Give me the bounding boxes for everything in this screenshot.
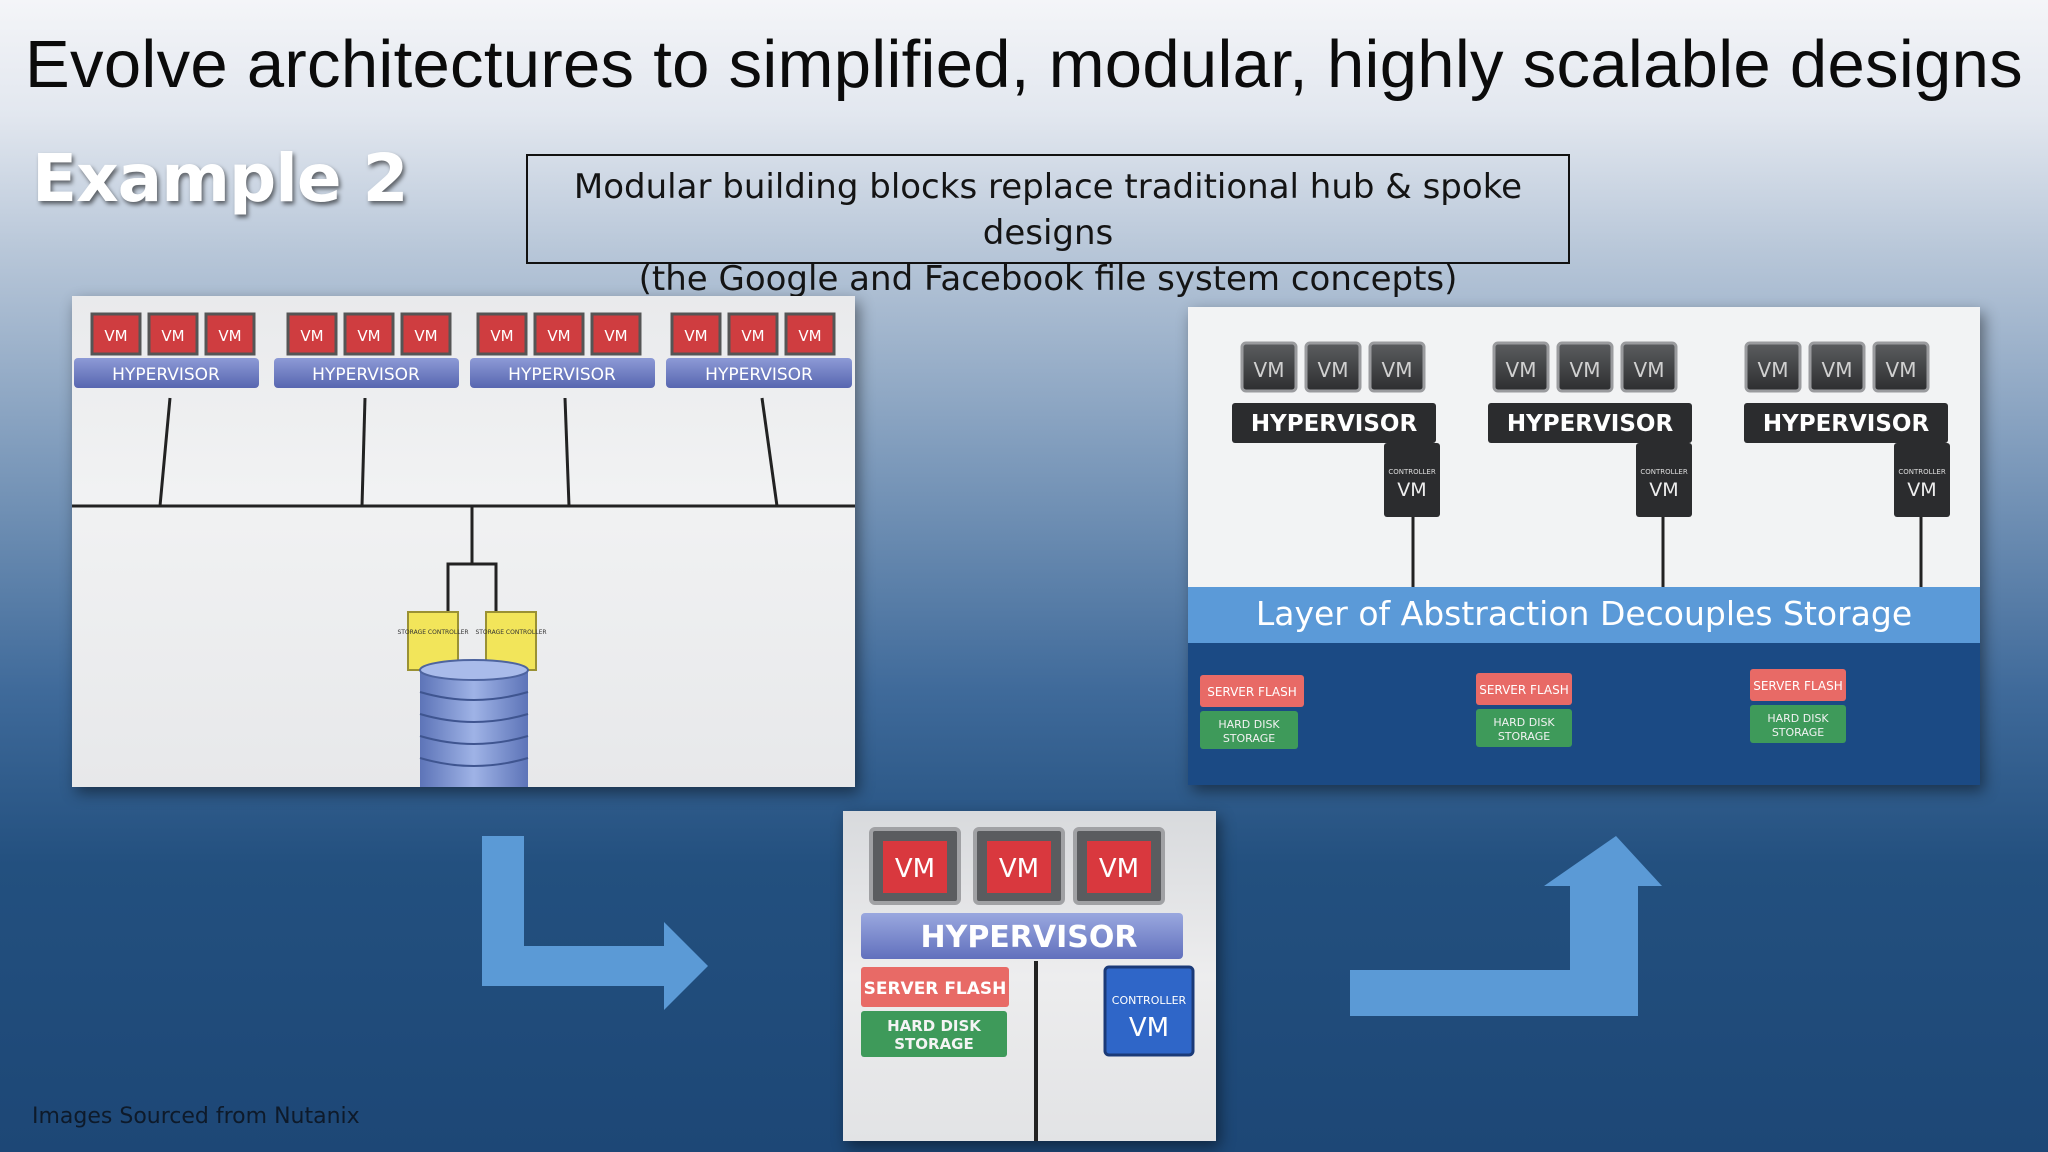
server-flash-label: SERVER FLASH	[1207, 685, 1297, 699]
controller-label: CONTROLLER	[1640, 468, 1688, 476]
hypervisor-label: HYPERVISOR	[1251, 411, 1418, 437]
slide-title: Evolve architectures to simplified, modu…	[25, 27, 2023, 102]
hub-spoke-diagram: VM VM VM HYPERVISOR VM VM VM HYPERVISOR …	[72, 296, 855, 787]
vm-label: VM	[1822, 358, 1853, 382]
vm-label: VM	[1758, 358, 1789, 382]
vm-label: VM	[684, 327, 707, 345]
controller-vm-label: VM	[1397, 479, 1426, 501]
vm-label: VM	[1506, 358, 1537, 382]
server-flash-label: SERVER FLASH	[1753, 679, 1843, 693]
example-label: Example 2	[32, 140, 408, 217]
hypervisor-label: HYPERVISOR	[705, 365, 813, 385]
arrow-up-icon	[1350, 836, 1662, 1016]
center-controller-vm: CONTROLLER VM	[1103, 965, 1195, 1057]
hypervisor-group-2: VM VM VM HYPERVISOR	[274, 312, 459, 388]
hub-spoke-svg: VM VM VM HYPERVISOR VM VM VM HYPERVISOR …	[72, 312, 855, 787]
node-connectors	[1411, 517, 1923, 587]
vm-label: VM	[895, 854, 935, 884]
hard-disk-label: HARD DISK	[1767, 712, 1829, 725]
hypervisor-label: HYPERVISOR	[1763, 411, 1930, 437]
storage-array	[419, 659, 529, 787]
vm-label: VM	[1099, 854, 1139, 884]
vm-label: VM	[161, 327, 184, 345]
vm-label: VM	[547, 327, 570, 345]
image-source-footer: Images Sourced from Nutanix	[32, 1104, 360, 1129]
network-lines	[72, 397, 855, 616]
vm-label: VM	[999, 854, 1039, 884]
hypervisor-label: HYPERVISOR	[920, 920, 1137, 955]
modular-svg: VM VM VM HYPERVISOR CONTROLLER VM VM VM …	[1188, 307, 1980, 785]
vm-label: VM	[741, 327, 764, 345]
hard-disk-label: HARD DISK	[1218, 718, 1280, 731]
arrow-right-icon	[482, 836, 708, 1010]
hypervisor-label: HYPERVISOR	[508, 365, 616, 385]
storage-controller-label: STORAGE CONTROLLER	[475, 629, 546, 636]
vm-label: VM	[300, 327, 323, 345]
storage-block-3: SERVER FLASH HARD DISK STORAGE	[1750, 669, 1846, 743]
storage-controller-label: STORAGE CONTROLLER	[397, 629, 468, 636]
controller-label: CONTROLLER	[1388, 468, 1436, 476]
hard-disk-label: HARD DISK	[1493, 716, 1555, 729]
vm-label: VM	[604, 327, 627, 345]
vm-label: VM	[490, 327, 513, 345]
abstraction-banner	[1188, 587, 1980, 643]
controller-vm-label: VM	[1649, 479, 1678, 501]
vm-label: VM	[1570, 358, 1601, 382]
hypervisor-group-4: VM VM VM HYPERVISOR	[666, 312, 852, 388]
center-storage: SERVER FLASH HARD DISK STORAGE	[861, 967, 1009, 1057]
storage-block-2: SERVER FLASH HARD DISK STORAGE	[1476, 673, 1572, 747]
controller-vm-label: VM	[1907, 479, 1936, 501]
center-vms: VM VM VM	[869, 827, 1165, 905]
server-flash-label: SERVER FLASH	[864, 979, 1007, 999]
controller-label: CONTROLLER	[1112, 994, 1187, 1007]
hard-disk-label: STORAGE	[894, 1035, 974, 1053]
abstraction-banner-text: Layer of Abstraction Decouples Storage	[1256, 594, 1912, 633]
vm-label: VM	[104, 327, 127, 345]
hypervisor-label: HYPERVISOR	[112, 365, 220, 385]
hard-disk-label: STORAGE	[1498, 730, 1550, 743]
hard-disk-label: STORAGE	[1223, 732, 1275, 745]
storage-block-1: SERVER FLASH HARD DISK STORAGE	[1200, 675, 1304, 749]
server-flash-label: SERVER FLASH	[1479, 683, 1569, 697]
vm-label: VM	[1318, 358, 1349, 382]
hard-disk-label: STORAGE	[1772, 726, 1824, 739]
node-3: VM VM VM HYPERVISOR CONTROLLER VM	[1744, 341, 1950, 517]
vm-label: VM	[1886, 358, 1917, 382]
node-2: VM VM VM HYPERVISOR CONTROLLER VM	[1488, 341, 1692, 517]
vm-label: VM	[218, 327, 241, 345]
modular-diagram: VM VM VM HYPERVISOR CONTROLLER VM VM VM …	[1188, 307, 1980, 785]
hard-disk-label: HARD DISK	[887, 1017, 982, 1035]
controller-label: CONTROLLER	[1898, 468, 1946, 476]
vm-label: VM	[414, 327, 437, 345]
hypervisor-group-3: VM VM VM HYPERVISOR	[470, 312, 655, 388]
storage-layer	[1188, 643, 1980, 785]
vm-label: VM	[1634, 358, 1665, 382]
hypervisor-label: HYPERVISOR	[1507, 411, 1674, 437]
vm-label: VM	[357, 327, 380, 345]
vm-label: VM	[1382, 358, 1413, 382]
callout-box: Modular building blocks replace traditio…	[526, 154, 1570, 299]
hypervisor-label: HYPERVISOR	[312, 365, 420, 385]
center-hypervisor	[861, 913, 1183, 959]
building-block-svg: VM VM VM HYPERVISOR SERVER FLASH HARD DI…	[861, 827, 1195, 1141]
hypervisor-group-1: VM VM VM HYPERVISOR	[74, 312, 259, 388]
callout-line-2: (the Google and Facebook file system con…	[638, 259, 1458, 299]
callout-line-1: Modular building blocks replace traditio…	[573, 167, 1523, 253]
controller-vm-label: VM	[1129, 1013, 1169, 1043]
vm-label: VM	[1254, 358, 1285, 382]
vm-label: VM	[798, 327, 821, 345]
node-1: VM VM VM HYPERVISOR CONTROLLER VM	[1232, 341, 1440, 517]
building-block-diagram: VM VM VM HYPERVISOR SERVER FLASH HARD DI…	[843, 811, 1216, 1141]
